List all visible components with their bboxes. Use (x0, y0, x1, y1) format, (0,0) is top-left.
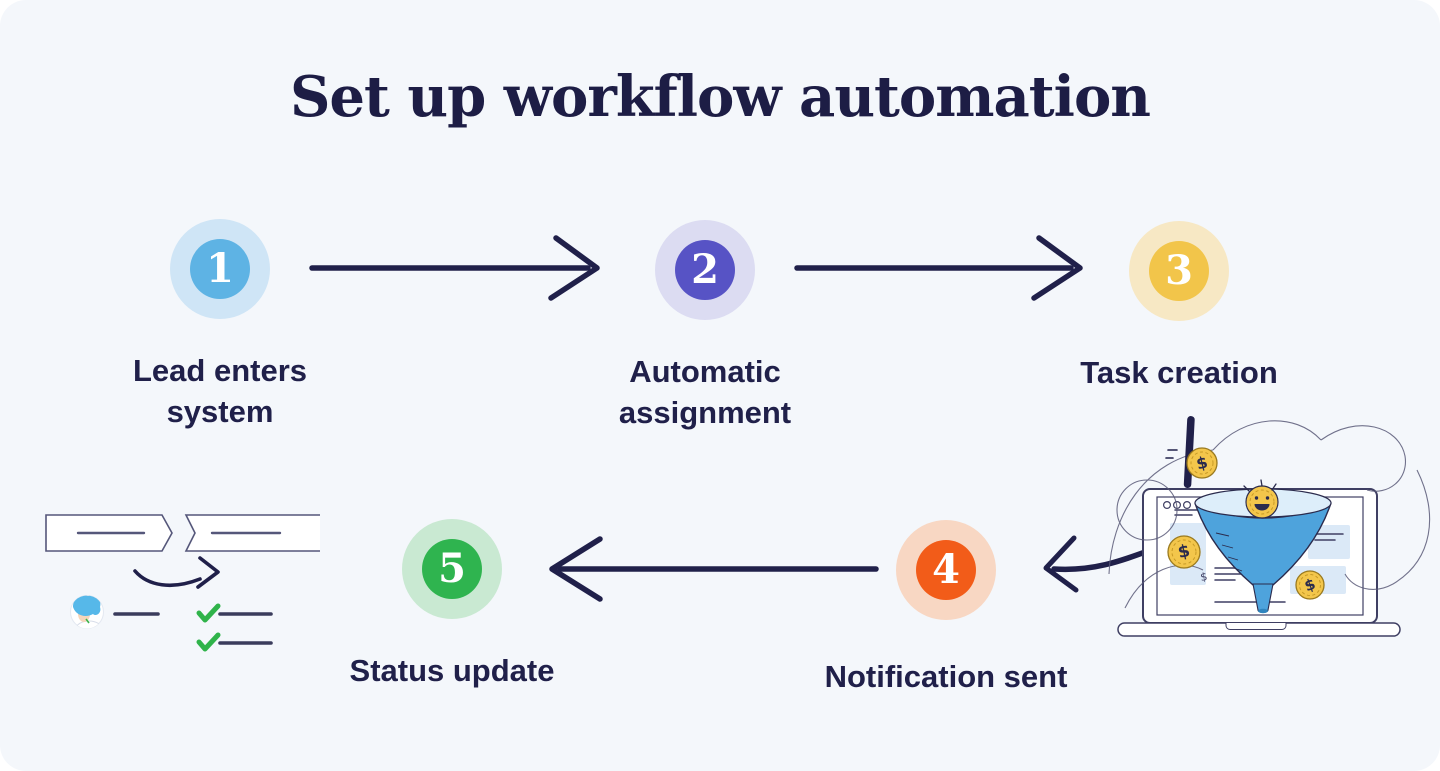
step-2-label: Automatic assignment (618, 354, 792, 430)
page-title: Set up workflow automation (289, 64, 1151, 130)
decorative-swirls (1108, 420, 1431, 609)
step-3-halo: 3 (1129, 221, 1229, 321)
step-4-halo: 4 (896, 520, 996, 620)
step-4-label: Notification sent (824, 659, 1068, 694)
step-5-halo: 5 (402, 519, 502, 619)
step-1-number: 1 (206, 245, 234, 292)
step-2: 2 Automatic assignment (619, 220, 791, 430)
step-5-label: Status update (349, 653, 555, 688)
curved-arrow-icon (133, 556, 220, 589)
arrow-step2-step3 (794, 235, 1083, 301)
svg-text:$: $ (1176, 541, 1192, 563)
dollar-coin-icon: $ (1295, 570, 1325, 600)
funnel-laptop-illustration: $ (1108, 416, 1431, 637)
step-2-halo: 2 (655, 220, 755, 320)
step-2-number: 2 (691, 246, 719, 293)
smiley-coin-icon (1243, 479, 1279, 519)
arrow-step1-step2 (309, 235, 600, 301)
step-4-number: 4 (932, 546, 960, 593)
step-4-badge: 4 (916, 540, 976, 600)
process-sketch-illustration (45, 514, 320, 652)
step-3-number: 3 (1165, 247, 1193, 294)
step-1: 1 Lead enters system (133, 219, 307, 429)
step-3-label: Task creation (1080, 355, 1278, 390)
svg-text:$: $ (1194, 452, 1209, 473)
user-avatar-icon (70, 595, 104, 629)
dollar-coin-icon: $ (1186, 447, 1218, 479)
step-3: 3 Task creation (1080, 221, 1278, 390)
svg-text:$: $ (1199, 570, 1208, 584)
step-1-halo: 1 (170, 219, 270, 319)
step-1-badge: 1 (190, 239, 250, 299)
arrow-step4-step5 (549, 536, 879, 602)
pen-drop-icon (1165, 416, 1195, 488)
step-2-badge: 2 (675, 240, 735, 300)
dollar-coin-icon: $ (1167, 535, 1201, 569)
checklist-check-icon (196, 603, 221, 652)
step-3-badge: 3 (1149, 241, 1209, 301)
step-1-label: Lead enters system (132, 353, 307, 429)
step-5-badge: 5 (422, 539, 482, 599)
step-4: 4 Notification sent (825, 520, 1067, 694)
process-arrow-banner-icon (45, 514, 320, 552)
step-5-number: 5 (438, 545, 466, 592)
step-5: 5 Status update (350, 519, 554, 688)
